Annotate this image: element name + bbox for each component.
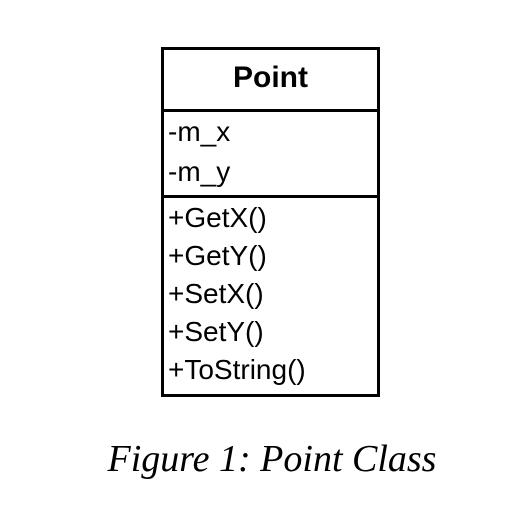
method-set-x: +SetX() [168,278,264,309]
attribute-m-x: -m_x [168,116,231,147]
method-get-y: +GetY() [168,240,267,271]
class-name: Point [233,60,308,94]
method-set-y: +SetY() [168,316,264,347]
method-get-x: +GetX() [168,202,267,233]
attribute-m-y: -m_y [168,156,231,187]
method-to-string: +ToString() [168,354,306,385]
methods-compartment: +GetX() +GetY() +SetX() +SetY() +ToStrin… [164,198,377,394]
point-class-box: Point -m_x -m_y +GetX() +GetY() +SetX() … [161,47,380,397]
figure-caption: Figure 1: Point Class [107,438,437,480]
attributes-compartment: -m_x -m_y [164,112,377,198]
class-name-compartment: Point [164,50,377,112]
